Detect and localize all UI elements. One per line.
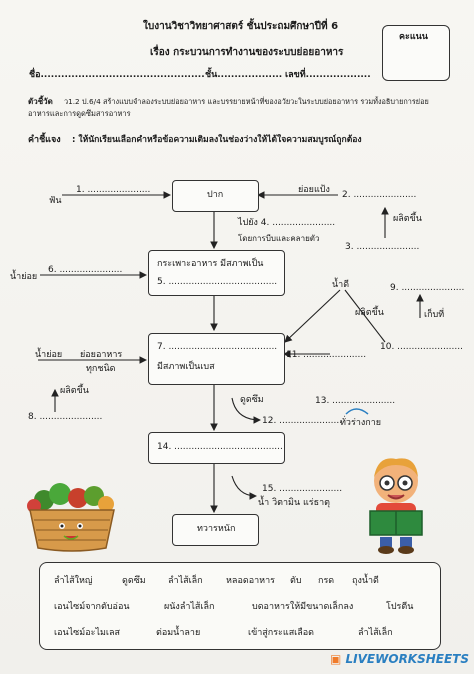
word-bank-item: บดอาหารให้มีขนาดเล็กลง	[252, 602, 354, 612]
produce-label-3: ผลิตขึ้น	[60, 386, 89, 396]
blank-6[interactable]: 6. ......................	[48, 265, 123, 275]
name-field[interactable]: ชื่อ....................................…	[29, 70, 205, 80]
anus-box: ทวารหนัก	[172, 514, 259, 546]
word-bank-item: ดูดซึม	[122, 576, 146, 586]
blank-11[interactable]: 11. ......................	[286, 350, 367, 360]
water-vitamin-label: น้ำ วิตามิน แร่ธาตุ	[258, 498, 330, 508]
class-field[interactable]: ชั้น...................	[205, 70, 283, 80]
whole-body-label: ทั่วร่างกาย	[340, 418, 382, 428]
blank-9[interactable]: 9. ......................	[390, 283, 465, 293]
blank-15[interactable]: 15. ......................	[262, 484, 343, 494]
anus-label: ทวารหนัก	[197, 524, 236, 534]
word-bank-item: เอนไซม์จากตับอ่อน	[54, 602, 130, 612]
word-bank-box: ลำไส้ใหญ่ ดูดซึม ลำไส้เล็ก หลอดอาหาร ตับ…	[39, 562, 441, 650]
blank-3[interactable]: 3. ......................	[345, 242, 420, 252]
blank-10[interactable]: 10. .......................	[380, 342, 463, 352]
digest-juice-label-2: น้ำย่อย	[35, 350, 63, 360]
mouth-box: ปาก	[172, 180, 259, 212]
blank-14[interactable]: 14. ....................................…	[157, 442, 283, 452]
bile-label: น้ำดี	[332, 280, 350, 290]
blank-13[interactable]: 13. ......................	[315, 396, 396, 406]
number-field[interactable]: เลขที่...................	[285, 70, 371, 80]
word-bank-item: เข้าสู่กระแสเลือด	[248, 628, 315, 638]
digest-food-label: ย่อยอาหาร	[80, 350, 123, 360]
word-bank-item: กรด	[318, 576, 335, 586]
all-types-label: ทุกชนิด	[86, 364, 116, 374]
word-bank-item: ลำไส้เล็ก	[168, 576, 203, 586]
indicator-text-1: ว1.2 ป.6/4 สร้างแบบจำลองระบบย่อยอาหาร แล…	[64, 97, 429, 106]
box-14: 14. ....................................…	[148, 432, 285, 464]
score-box: คะแนน	[382, 25, 450, 81]
word-bank-item: ลำไส้ใหญ่	[54, 576, 93, 586]
score-label: คะแนน	[399, 32, 428, 42]
indicator-text-2: อาหารและการดูดซึมสารอาหาร	[28, 109, 131, 118]
word-bank-item: ลำไส้เล็ก	[358, 628, 393, 638]
vegetable-basket-illustration	[27, 483, 115, 552]
boy-reading-illustration	[369, 458, 423, 554]
brand-label: LIVEWORKSHEETS	[345, 652, 470, 666]
blank-1[interactable]: 1. ......................	[76, 185, 151, 195]
stomach-box: กระเพาะอาหาร มีสภาพเป็น 5. .............…	[148, 250, 285, 296]
word-bank-item: ถุงน้ำดี	[352, 576, 379, 586]
teeth-label: ฟัน	[49, 196, 62, 206]
word-bank-item: โปรตีน	[386, 602, 414, 612]
word-bank-item: ตับ	[290, 576, 302, 586]
stored-label: เก็บที่	[424, 310, 445, 320]
mouth-label: ปาก	[207, 190, 224, 200]
indicator-label: ตัวชี้วัด	[28, 97, 53, 106]
small-intestine-line2: มีสภาพเป็นเบส	[157, 362, 215, 372]
liveworksheets-logo: ▣ LIVEWORKSHEETS	[330, 652, 470, 670]
stomach-line1: กระเพาะอาหาร มีสภาพเป็น	[157, 259, 264, 269]
instruction-label: คำชี้แจง	[28, 135, 61, 145]
blank-8[interactable]: 8. ......................	[28, 412, 103, 422]
produce-label-2: ผลิตขึ้น	[355, 308, 384, 318]
word-bank-item: เอนไซม์อะไมเลส	[54, 628, 120, 638]
blank-4[interactable]: ไปยัง 4. ......................	[238, 218, 336, 228]
worksheet-title: ใบงานวิชาวิทยาศาสตร์ ชั้นประถมศึกษาปีที่…	[143, 21, 339, 32]
blank-2[interactable]: 2. ......................	[342, 190, 417, 200]
produce-label-1: ผลิตขึ้น	[393, 214, 422, 224]
digest-juice-label-1: น้ำย่อย	[10, 272, 38, 282]
logo-icon: ▣	[330, 652, 342, 666]
small-intestine-box: 7. .....................................…	[148, 333, 285, 385]
absorb-label: ดูดซึม	[240, 395, 264, 405]
blank-12[interactable]: 12. ......................	[262, 416, 343, 426]
word-bank-item: ผนังลำไส้เล็ก	[164, 602, 215, 612]
instruction-text: : ให้นักเรียนเลือกคำหรือข้อความเติมลงในช…	[72, 135, 362, 145]
word-bank-item: ต่อมน้ำลาย	[156, 628, 201, 638]
blank-7[interactable]: 7. .....................................…	[157, 342, 278, 352]
peristalsis-label: โดยการบีบและคลายตัว	[238, 234, 320, 243]
worksheet-subtitle: เรื่อง กระบวนการทำงานของระบบย่อยอาหาร	[150, 47, 344, 58]
word-bank-item: หลอดอาหาร	[226, 576, 275, 586]
digest-starch-label: ย่อยแป้ง	[298, 185, 330, 195]
blank-5[interactable]: 5. .....................................…	[157, 277, 278, 287]
